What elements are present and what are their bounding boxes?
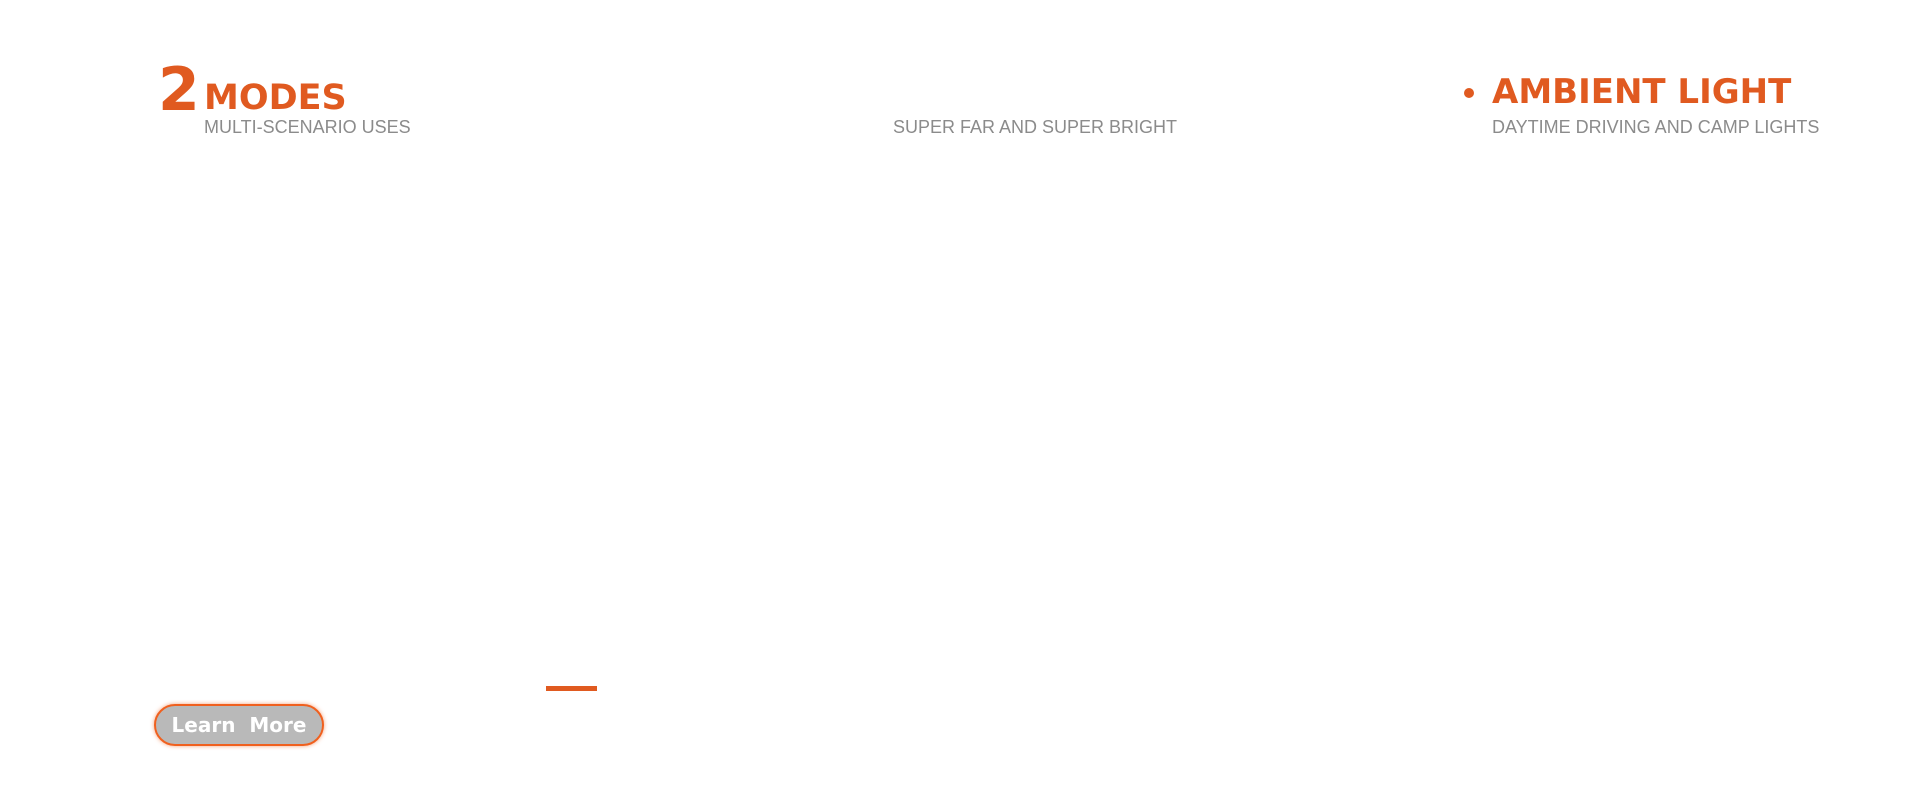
center-feature-subtitle: SUPER FAR AND SUPER BRIGHT [893, 117, 1178, 137]
bullet-dot-icon [1464, 88, 1474, 98]
modes-subtitle: MULTI-SCENARIO USES [204, 117, 411, 137]
modes-number: 2 [158, 55, 200, 125]
ambient-light-title: AMBIENT LIGHT [1492, 72, 1792, 112]
ambient-light-subtitle: DAYTIME DRIVING AND CAMP LIGHTS [1492, 117, 1820, 137]
slide-indicator-active[interactable] [546, 686, 597, 691]
modes-title: MODES [204, 78, 347, 118]
learn-more-button[interactable]: Learn More [154, 704, 324, 746]
